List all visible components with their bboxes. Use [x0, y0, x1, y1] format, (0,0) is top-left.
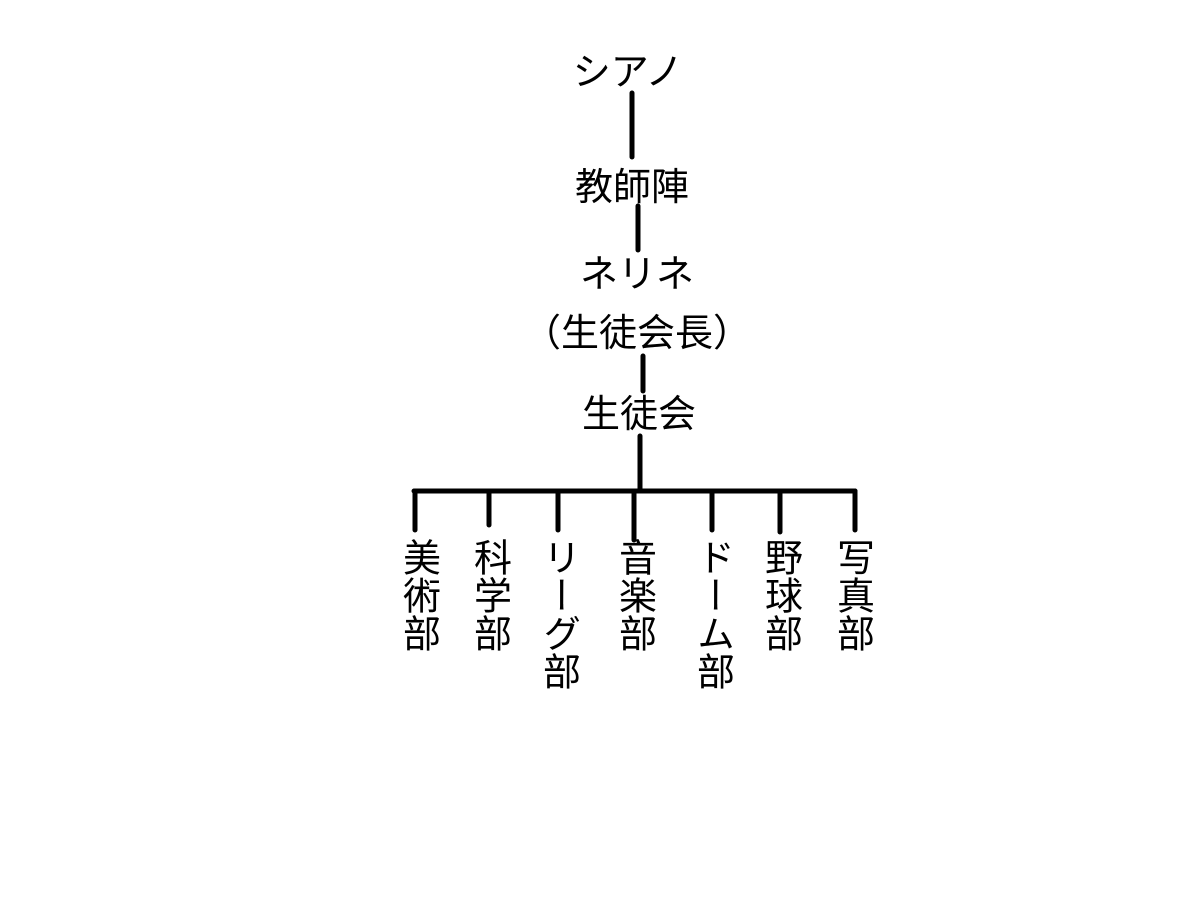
club-dome: ドーム部: [690, 538, 735, 690]
node-student-council: 生徒会: [581, 392, 697, 436]
node-president-role: （生徒会長）: [522, 311, 752, 355]
club-music: 音楽部: [612, 538, 657, 652]
club-photo: 写真部: [830, 538, 875, 652]
node-teachers: 教師陣: [574, 165, 690, 209]
club-baseball: 野球部: [758, 538, 803, 652]
club-league: リーグ部: [536, 538, 581, 690]
club-art: 美術部: [396, 538, 441, 652]
node-president-name: ネリネ: [579, 252, 695, 296]
node-root: シアノ: [572, 50, 684, 94]
club-science: 科学部: [467, 538, 512, 652]
